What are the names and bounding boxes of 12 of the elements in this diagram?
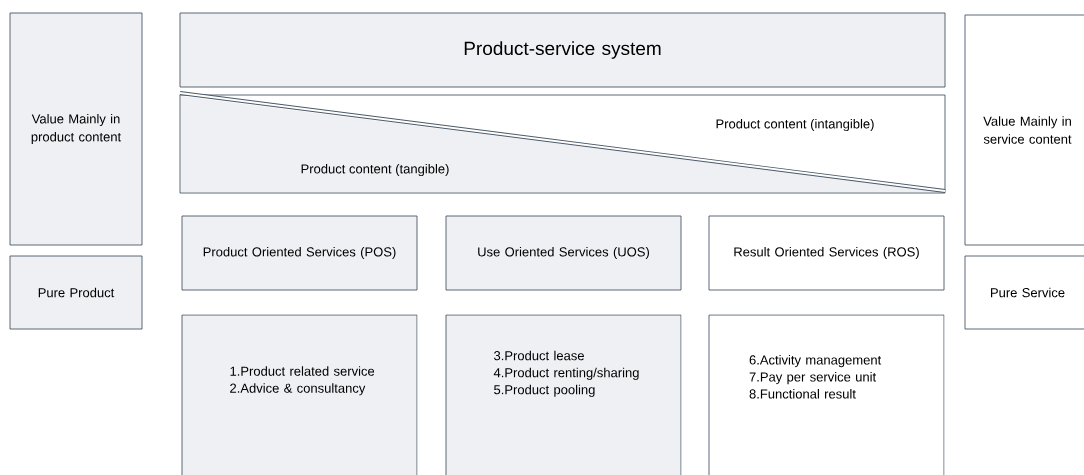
value-box: Value Mainly in service content: [964, 14, 1084, 246]
system-title-box: Product-service system: [179, 12, 946, 88]
service-list-box: 6.Activity management 7.Pay per service unit 8.Functional result: [708, 314, 945, 475]
category-box: Result Oriented Services (ROS): [708, 215, 945, 291]
category-box: Use Oriented Services (UOS): [445, 215, 682, 291]
pure-box: Pure Product: [9, 255, 143, 330]
service-list-box: 3.Product lease 4.Product renting/sharing 5.Product pooling: [445, 314, 682, 475]
content-band: Product content (intangible) Product content (tangible): [179, 91, 946, 194]
service-list-box: 1.Product related service 2.Advice & consultancy: [181, 314, 418, 475]
category-box: Product Oriented Services (POS): [181, 215, 418, 291]
pure-box: Pure Service: [964, 255, 1084, 330]
value-box: Value Mainly in product content: [9, 12, 143, 246]
